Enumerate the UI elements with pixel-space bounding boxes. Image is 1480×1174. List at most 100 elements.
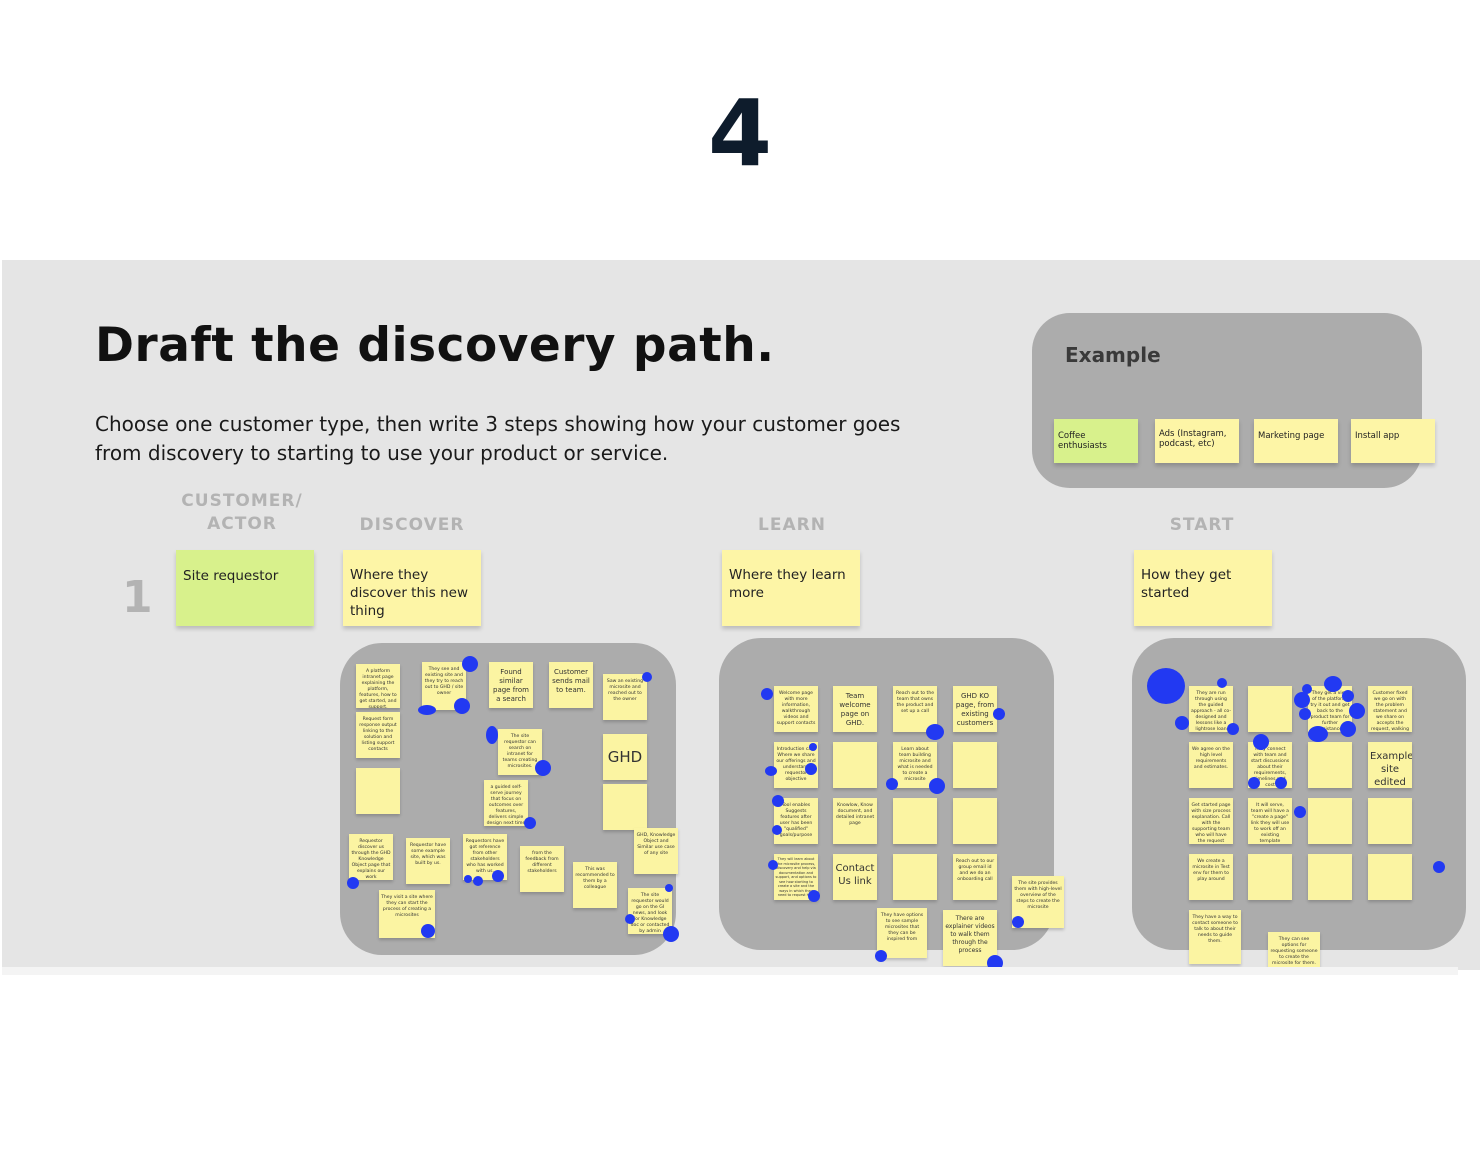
discover-note[interactable]: a guided self-serve journey that focus o… xyxy=(484,780,528,826)
learn-note[interactable]: Tool enables Suggests features after use… xyxy=(774,798,818,844)
discover-note[interactable]: The site requestor can search on intrane… xyxy=(498,729,542,775)
learn-note[interactable]: Contact Us link xyxy=(833,854,877,900)
discover-note[interactable]: Request form response output linking to … xyxy=(356,712,400,758)
cursor-dot xyxy=(1308,726,1328,742)
discover-note[interactable]: GHD xyxy=(603,734,647,780)
example-sticky-start[interactable]: Install app xyxy=(1351,419,1435,463)
page-number: 4 xyxy=(707,80,772,187)
column-header-learn: LEARN xyxy=(758,515,826,535)
cursor-dot xyxy=(1349,703,1365,719)
learn-note[interactable]: There are explainer videos to walk them … xyxy=(943,910,997,966)
cursor-dot xyxy=(1147,668,1185,704)
cursor-dot xyxy=(768,860,778,870)
learn-note[interactable]: GHD KO page, from existing customers xyxy=(953,686,997,732)
learn-cluster[interactable] xyxy=(719,638,1054,950)
whiteboard-canvas[interactable]: Draft the discovery path. Choose one cus… xyxy=(2,260,1480,970)
discover-note[interactable] xyxy=(356,768,400,814)
discover-note[interactable]: The site requestor would go on the GI ne… xyxy=(628,888,672,934)
sticky-actor[interactable]: Site requestor xyxy=(176,550,314,626)
example-sticky-learn[interactable]: Marketing page xyxy=(1254,419,1338,463)
cursor-dot xyxy=(1302,684,1312,694)
cursor-dot xyxy=(663,926,679,942)
learn-note[interactable]: They have options to see sample microsit… xyxy=(877,908,927,958)
start-note[interactable] xyxy=(1368,798,1412,844)
start-note[interactable] xyxy=(1368,854,1412,900)
cursor-dot xyxy=(1294,692,1310,708)
start-note[interactable] xyxy=(1308,798,1352,844)
cursor-dot xyxy=(765,766,777,776)
start-note[interactable]: We create a microsite in Test env for th… xyxy=(1189,854,1233,900)
cursor-dot xyxy=(665,884,673,892)
learn-note[interactable]: Welcome page with more information, walk… xyxy=(774,686,818,732)
cursor-dot xyxy=(486,726,498,744)
start-note[interactable] xyxy=(1308,742,1352,788)
cursor-dot xyxy=(1217,678,1227,688)
discover-note[interactable]: Requestor have some example site, which … xyxy=(406,838,450,884)
cursor-dot xyxy=(1248,777,1260,789)
start-note[interactable]: It will serve, team will have a "create … xyxy=(1248,798,1292,844)
discover-note[interactable] xyxy=(603,784,647,830)
discover-note[interactable]: from the feedback from different stakeho… xyxy=(520,846,564,892)
learn-note[interactable]: The site provides them with high-level o… xyxy=(1012,876,1064,928)
start-note[interactable] xyxy=(1248,854,1292,900)
discover-note[interactable]: This was recommended to them by a collea… xyxy=(573,862,617,908)
start-note[interactable]: Customer fixed we go on with the problem… xyxy=(1368,686,1412,732)
start-note[interactable]: Get started page with size process expla… xyxy=(1189,798,1233,844)
discover-note[interactable]: Found similar page from a search xyxy=(489,662,533,708)
cursor-dot xyxy=(1175,716,1189,730)
cursor-dot xyxy=(454,698,470,714)
cursor-dot xyxy=(421,924,435,938)
cursor-dot xyxy=(1340,721,1356,737)
learn-note[interactable]: Reach out to our group email id and we d… xyxy=(953,854,997,900)
column-header-actor: CUSTOMER/ ACTOR xyxy=(181,491,303,534)
cursor-dot xyxy=(772,795,784,807)
discover-note[interactable]: They visit a site where they can start t… xyxy=(379,890,435,938)
discover-note[interactable]: A platform intranet page explaining the … xyxy=(356,664,400,708)
example-panel[interactable]: Example Coffee enthusiasts Ads (Instagra… xyxy=(1032,313,1435,488)
cursor-dot xyxy=(808,890,820,902)
discover-note[interactable]: Customer sends mail to team. xyxy=(549,662,593,708)
example-sticky-discover[interactable]: Ads (Instagram, podcast, etc) xyxy=(1155,419,1239,463)
cursor-dot xyxy=(1253,734,1269,750)
cursor-dot xyxy=(875,950,887,962)
start-note[interactable] xyxy=(1308,854,1352,900)
discover-note[interactable]: Saw an existing microsite and reached ou… xyxy=(603,674,647,720)
sticky-discover[interactable]: Where they discover this new thing xyxy=(343,550,481,626)
learn-note[interactable] xyxy=(953,798,997,844)
sticky-start[interactable]: How they get started xyxy=(1134,550,1272,626)
start-note[interactable]: We agree on the high level requirements … xyxy=(1189,742,1233,788)
column-header-discover: DISCOVER xyxy=(359,515,465,535)
cursor-dot xyxy=(347,877,359,889)
learn-note[interactable]: Knowlow, Know document, and detailed int… xyxy=(833,798,877,844)
start-note[interactable] xyxy=(1248,686,1292,732)
cursor-dot xyxy=(929,778,945,794)
start-note[interactable]: They have a way to contact someone to ta… xyxy=(1189,910,1241,964)
learn-note[interactable] xyxy=(833,742,877,788)
sticky-learn[interactable]: Where they learn more xyxy=(722,550,860,626)
cursor-dot xyxy=(1342,690,1354,702)
row-number: 1 xyxy=(122,572,153,623)
learn-note[interactable] xyxy=(953,742,997,788)
cursor-dot xyxy=(1299,708,1311,720)
cursor-dot xyxy=(993,708,1005,720)
start-note[interactable]: They can see options for requesting some… xyxy=(1268,932,1320,970)
example-label: Example xyxy=(1065,343,1161,367)
example-sticky-actor[interactable]: Coffee enthusiasts xyxy=(1054,419,1138,463)
discover-note[interactable]: Requestor discover us through the GHD Kn… xyxy=(349,834,393,880)
cursor-dot xyxy=(926,724,944,740)
learn-note[interactable] xyxy=(893,854,937,900)
board-subtitle: Choose one customer type, then write 3 s… xyxy=(95,412,901,465)
cursor-dot xyxy=(464,875,472,883)
learn-note[interactable] xyxy=(893,798,937,844)
start-note[interactable]: They are run through using the guided ap… xyxy=(1189,686,1233,732)
cursor-dot xyxy=(462,656,478,672)
cursor-dot xyxy=(642,672,652,682)
learn-note[interactable]: Team welcome page on GHD. xyxy=(833,686,877,732)
discover-note[interactable]: GHD, Knowledge Object and Similar use ca… xyxy=(634,828,678,874)
cursor-dot xyxy=(886,778,898,790)
cursor-dot xyxy=(625,914,635,924)
cursor-dot xyxy=(1294,806,1306,818)
cursor-dot xyxy=(772,825,782,835)
cursor-dot xyxy=(492,870,504,882)
start-note[interactable]: Example site edited xyxy=(1368,742,1412,788)
